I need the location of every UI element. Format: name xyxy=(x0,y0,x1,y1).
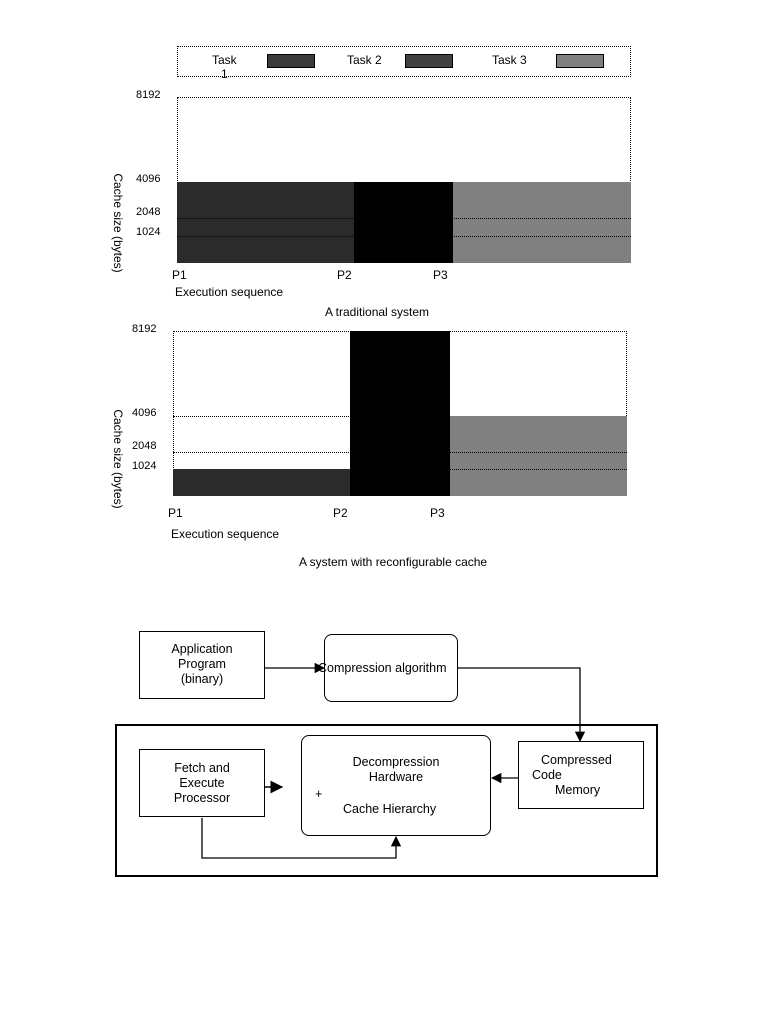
chart2-xtick-p2: P2 xyxy=(333,506,348,520)
legend-task3-label: Task 3 xyxy=(492,53,527,67)
chart1-gridline-2048 xyxy=(177,218,631,219)
fetch-execute-line2: Execute xyxy=(179,776,225,790)
fetch-execute-line1: Fetch and xyxy=(174,761,230,775)
compressed-code-memory-box xyxy=(518,741,644,809)
fetch-execute-processor-label: Fetch and Execute Processor xyxy=(139,761,265,806)
chart2-gridline-overlay-2048 xyxy=(450,452,627,453)
compression-algorithm-box xyxy=(324,634,458,702)
compressed-code-line2: Code xyxy=(532,768,562,782)
chart2-bar-task2 xyxy=(350,331,450,496)
decompression-hardware-label: Decompression Hardware xyxy=(301,755,491,785)
compressed-code-line3: Memory xyxy=(555,783,601,797)
system-frame xyxy=(115,724,658,877)
chart2-x-axis-label: Execution sequence xyxy=(171,527,280,541)
legend-task1-swatch xyxy=(267,54,315,68)
chart2-bar-task3 xyxy=(450,416,627,496)
chart1-ytick-2048: 2048 xyxy=(136,206,161,218)
chart1-xtick-p2: P2 xyxy=(337,268,352,282)
application-program-line1: Application xyxy=(171,642,233,656)
legend-task2-swatch xyxy=(405,54,453,68)
fetch-execute-line3: Processor xyxy=(173,791,231,805)
cache-hierarchy-label: Cache Hierarchy xyxy=(343,802,437,816)
chart1-ytick-8192: 8192 xyxy=(136,89,161,101)
chart2-xtick-p3: P3 xyxy=(430,506,445,520)
legend-task3-swatch xyxy=(556,54,604,68)
application-program-line2: Program xyxy=(178,657,226,671)
chart2-xtick-p1: P1 xyxy=(168,506,183,520)
arrow-processor-loop xyxy=(201,818,402,859)
chart1-ytick-1024: 1024 xyxy=(136,226,161,238)
legend-task1-label-line2: 1 xyxy=(221,67,228,81)
compressed-code-line1: Compressed xyxy=(541,753,612,767)
chart1-bar-task3 xyxy=(453,182,631,263)
application-program-line3: (binary) xyxy=(180,672,224,686)
chart1-xtick-p1: P1 xyxy=(172,268,187,282)
chart2-ytick-2048: 2048 xyxy=(132,440,157,452)
chart1-bar-task1 xyxy=(177,182,354,263)
decompression-cache-box xyxy=(301,735,491,836)
decompression-line2: Hardware xyxy=(368,770,424,784)
chart1-ytick-4096: 4096 xyxy=(136,173,161,185)
chart2-ytick-8192: 8192 xyxy=(132,323,157,335)
compression-algorithm-label: Compression algorithm xyxy=(318,661,447,675)
chart1-bar-task2 xyxy=(354,182,453,263)
application-program-label: Application Program (binary) xyxy=(139,642,265,687)
chart1-gridline-1024 xyxy=(177,236,631,237)
legend-box xyxy=(177,46,631,77)
arrow-compression-to-memory xyxy=(458,667,586,743)
chart1-xtick-p3: P3 xyxy=(433,268,448,282)
chart2-bar-task1 xyxy=(173,469,350,496)
chart2-caption: A system with reconfigurable cache xyxy=(299,555,488,569)
chart1-x-axis-label: Execution sequence xyxy=(175,285,284,299)
chart2-ytick-4096: 4096 xyxy=(132,407,157,419)
plus-sign: + xyxy=(315,787,323,801)
chart2-gridline-overlay-1024 xyxy=(450,469,627,470)
chart2-ytick-1024: 1024 xyxy=(132,460,157,472)
decompression-line1: Decompression xyxy=(352,755,440,769)
chart1-caption: A traditional system xyxy=(325,305,430,319)
legend-task1-label-line1: Task xyxy=(212,53,237,67)
legend-task2-label: Task 2 xyxy=(347,53,382,67)
application-program-box xyxy=(139,631,265,699)
fetch-execute-processor-box xyxy=(139,749,265,817)
